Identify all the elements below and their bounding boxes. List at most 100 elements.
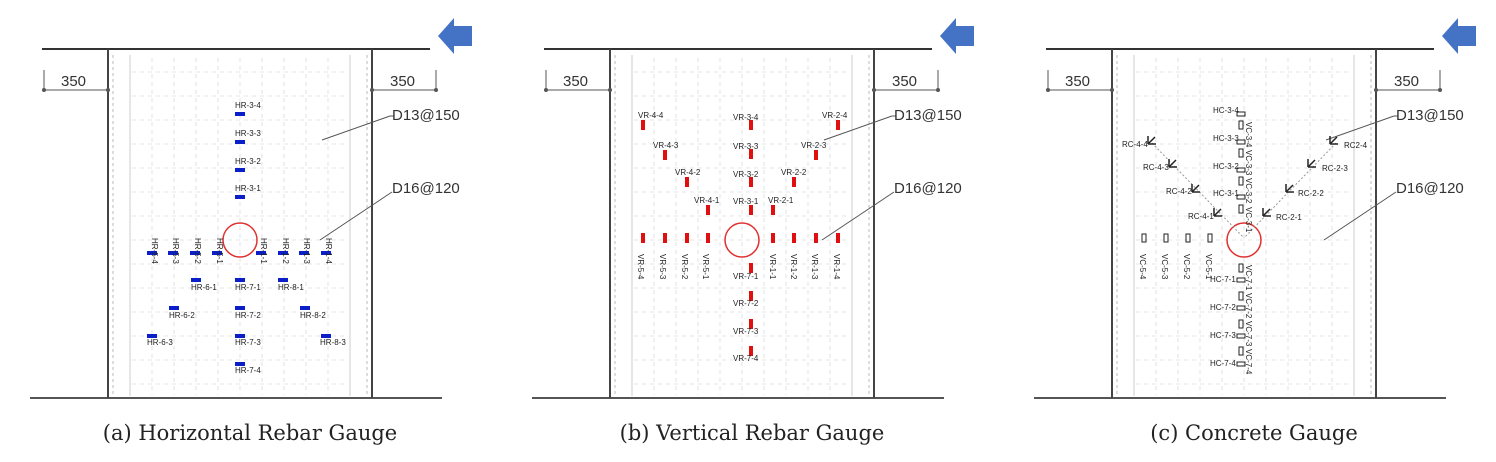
concrete-gauge-mark — [1236, 305, 1246, 311]
concrete-gauge-mark — [1185, 233, 1191, 243]
strain-gauge-mark — [706, 205, 710, 215]
gauge-label: RC-4-4 — [1122, 140, 1148, 149]
gauge-label: VR-5-1 — [701, 254, 710, 280]
gauge-label: HR-1-3 — [302, 238, 311, 264]
dimension-right-label: 350 — [1394, 73, 1419, 90]
strain-gauge-mark — [771, 205, 775, 215]
gauge-label: VR-5-3 — [658, 254, 667, 280]
strain-gauge-mark — [300, 306, 310, 310]
gauge-label: HC-7-2 — [1210, 303, 1236, 312]
strain-gauge-mark — [749, 177, 753, 187]
rosette-gauge-mark — [1147, 136, 1156, 145]
concrete-gauge-mark — [1238, 346, 1244, 356]
concrete-gauge-mark — [1236, 194, 1246, 200]
gauge-label: RC-2-3 — [1322, 164, 1348, 173]
strain-gauge-mark — [663, 233, 667, 243]
gauge-label: HC-3-4 — [1213, 106, 1239, 115]
gauge-label: HR-8-1 — [278, 283, 304, 292]
strain-gauge-mark — [321, 251, 331, 255]
gauge-label: VR-7-1 — [733, 272, 759, 281]
gauge-label: VC-5-3 — [1160, 254, 1169, 280]
strain-gauge-mark — [814, 150, 818, 160]
concrete-gauge-mark — [1207, 233, 1213, 243]
gauge-label: VR-2-4 — [822, 111, 848, 120]
leader-line-d16 — [821, 191, 895, 241]
strain-gauge-mark — [792, 177, 796, 187]
strain-gauge-mark — [641, 120, 645, 130]
dimension-dot — [1438, 88, 1442, 92]
gauge-label: VR-5-4 — [636, 254, 645, 280]
strain-gauge-mark — [191, 278, 201, 282]
strain-gauge-mark — [749, 149, 753, 159]
concrete-gauge-mark — [1236, 167, 1246, 173]
rosette-gauge-mark — [1307, 159, 1316, 168]
strain-gauge-mark — [256, 251, 266, 255]
gauge-label: RC2-4 — [1344, 141, 1368, 150]
dimension-dot — [370, 88, 374, 92]
gauge-label: VR-7-4 — [733, 354, 759, 363]
strain-gauge-mark — [749, 319, 753, 329]
gauge-label: VR-2-1 — [768, 196, 794, 205]
panel-caption: (b) Vertical Rebar Gauge — [620, 421, 885, 445]
strain-gauge-mark — [749, 346, 753, 356]
gauge-label: HR-3-1 — [235, 184, 261, 193]
gauge-label: HC-3-1 — [1213, 189, 1239, 198]
gauge-label: VR-4-2 — [675, 168, 701, 177]
gauge-label: HR-6-3 — [147, 338, 173, 347]
concrete-gauge-mark — [1163, 233, 1169, 243]
strain-gauge-mark — [814, 233, 818, 243]
strain-gauge-mark — [212, 251, 222, 255]
panel-caption: (c) Concrete Gauge — [1150, 421, 1358, 445]
concrete-gauge-mark — [1238, 319, 1244, 329]
strain-gauge-mark — [771, 233, 775, 243]
gauge-label: RC-4-3 — [1143, 163, 1169, 172]
gauge-label: HR-8-3 — [320, 338, 346, 347]
gauge-label: VR-2-3 — [801, 141, 827, 150]
gauge-label: HC-3-2 — [1213, 162, 1239, 171]
gauge-label: HR-7-1 — [235, 283, 261, 292]
load-arrow-icon — [1442, 18, 1476, 54]
strain-gauge-mark — [235, 168, 245, 172]
gauge-label: RC-2-1 — [1276, 213, 1302, 222]
strain-gauge-mark — [749, 205, 753, 215]
gauge-label: HR-5-3 — [171, 238, 180, 264]
concrete-gauge-mark — [1238, 148, 1244, 158]
dimension-dot — [106, 88, 110, 92]
strain-gauge-mark — [749, 120, 753, 130]
gauge-label: HR-7-4 — [235, 366, 261, 375]
gauge-label: VC-3-1 — [1244, 207, 1253, 233]
gauge-label: HR-7-3 — [235, 338, 261, 347]
gauge-label: VR-7-3 — [733, 327, 759, 336]
dimension-right-label: 350 — [892, 73, 917, 90]
strain-gauge-mark — [235, 362, 245, 366]
gauge-label: VC-7-1 — [1244, 265, 1253, 291]
concrete-gauge-mark — [1238, 204, 1244, 214]
strain-gauge-mark — [235, 140, 245, 144]
strain-gauge-mark — [235, 334, 245, 338]
concrete-gauge-mark — [1236, 111, 1246, 117]
gauge-label: HR-5-1 — [215, 238, 224, 264]
gauge-label: VR-1-4 — [832, 254, 841, 280]
gauge-label: VC-3-3 — [1244, 150, 1253, 176]
dimension-left-label: 350 — [563, 73, 588, 90]
concrete-gauge-mark — [1141, 233, 1147, 243]
strain-gauge-mark — [749, 291, 753, 301]
dimension-dot — [42, 88, 46, 92]
center-opening — [1226, 222, 1262, 258]
panel-caption: (a) Horizontal Rebar Gauge — [103, 421, 397, 445]
load-arrow-icon — [940, 18, 974, 54]
dimension-dot — [1046, 88, 1050, 92]
label-d13: D13@150 — [1396, 107, 1464, 124]
concrete-gauge-mark — [1236, 333, 1246, 339]
gauge-label: VC-3-2 — [1244, 178, 1253, 204]
gauge-label: HR-1-4 — [324, 238, 333, 264]
strain-gauge-mark — [836, 120, 840, 130]
strain-gauge-mark — [168, 251, 178, 255]
gauge-label: HR-3-4 — [235, 101, 261, 110]
concrete-gauge-mark — [1238, 120, 1244, 130]
dimension-dot — [434, 88, 438, 92]
